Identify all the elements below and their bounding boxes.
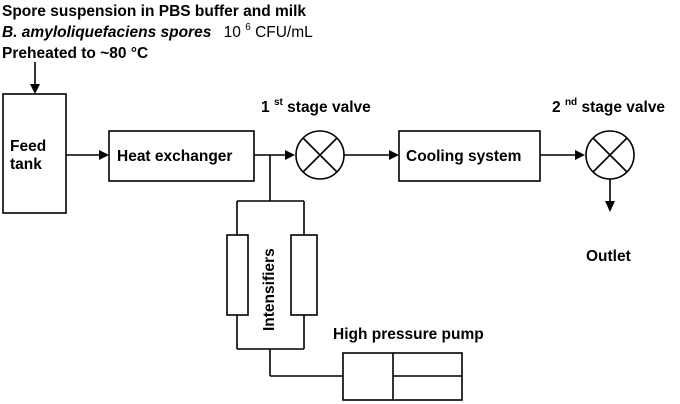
feed-tank-box <box>2 93 67 214</box>
valve1-label-suffix: st <box>274 97 284 108</box>
cooling-system-label: Cooling system <box>406 148 521 165</box>
feed-to-hx-arrowhead <box>99 150 109 160</box>
header-line-1: Spore suspension in PBS buffer and milk <box>2 3 306 20</box>
valve2-to-outlet-arrowhead <box>605 201 615 212</box>
valve1-label-ordinal: 1 <box>261 99 270 116</box>
valve2-label: 2 nd stage valve <box>552 92 665 116</box>
valve1-to-cooling-arrowhead <box>389 150 399 160</box>
intensifier-cylinder-right <box>290 234 318 316</box>
valve2-label-ordinal: 2 <box>552 99 561 116</box>
heat-exchanger-box <box>108 130 255 182</box>
header-concentration-exponent: 6 <box>245 22 251 33</box>
valve2-label-text: stage valve <box>581 99 665 116</box>
intensifier-cylinder-left <box>226 234 249 316</box>
header-concentration-base: 10 <box>224 24 242 41</box>
intensifiers-assembly <box>226 200 318 350</box>
hx-to-valve1-arrowhead <box>285 150 295 160</box>
intensifiers-label: Intensifiers <box>261 248 278 331</box>
valve1-label-text: stage valve <box>287 99 371 116</box>
header-line-2: B. amyloliquefaciens spores 10 6 CFU/mL <box>2 17 313 41</box>
header-concentration-unit: CFU/mL <box>255 24 313 41</box>
valve1-label: 1 st stage valve <box>261 92 371 116</box>
cooling-system-box <box>398 130 541 182</box>
valve2-icon <box>585 130 635 180</box>
feed-tank-label-line-1: Feed <box>10 138 46 155</box>
feed-tank-label-line-2: tank <box>10 156 42 173</box>
pump-icon <box>342 352 463 401</box>
cooling-to-valve2-arrowhead <box>575 150 585 160</box>
heat-exchanger-label: Heat exchanger <box>117 148 232 165</box>
outlet-label: Outlet <box>586 248 631 265</box>
header-line-3: Preheated to ~80 °C <box>2 45 148 62</box>
pump-label: High pressure pump <box>333 326 484 343</box>
header-species: B. amyloliquefaciens spores <box>2 24 212 41</box>
inlet-arrowhead <box>30 84 40 94</box>
valve1-icon <box>295 130 345 180</box>
valve2-label-suffix: nd <box>565 97 577 108</box>
